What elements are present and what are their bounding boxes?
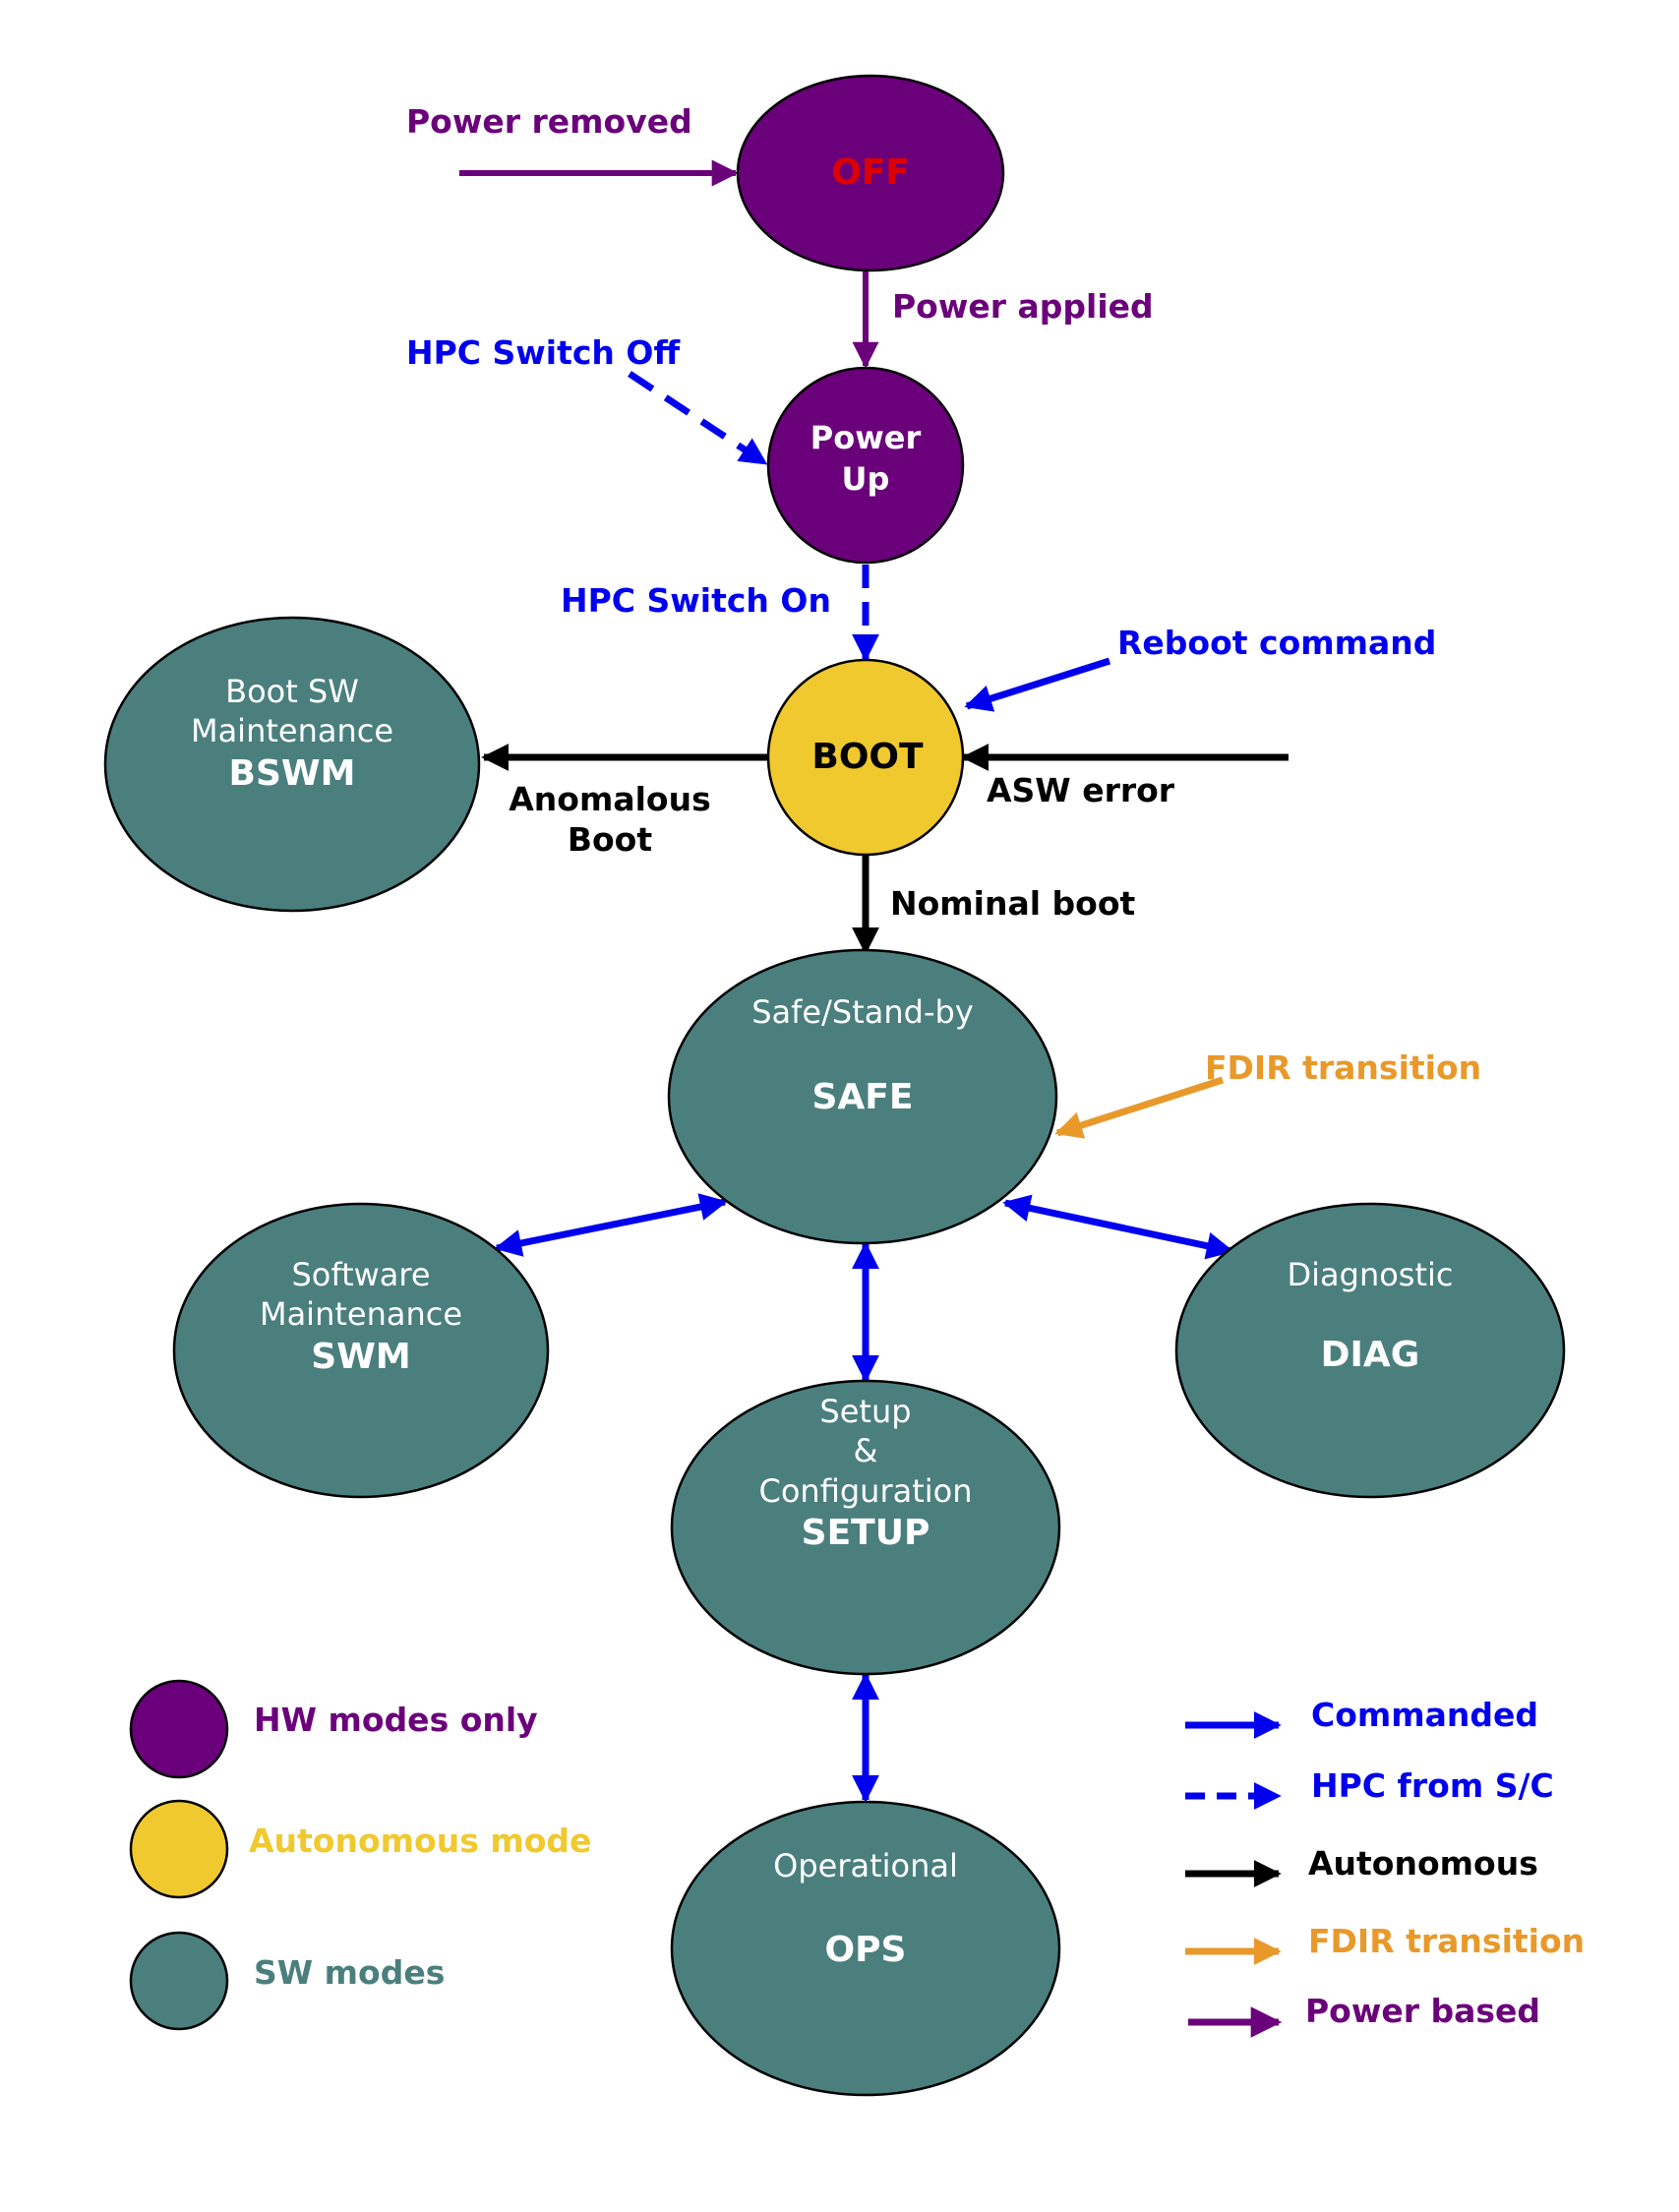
label-hpc-switch-on: HPC Switch On [561,581,831,620]
node-safe-abbr: SAFE [812,1077,914,1117]
legend-autonomous-label: Autonomous mode [249,1822,591,1860]
legend-fdir-label: FDIR transition [1308,1922,1585,1960]
label-hpc-switch-off: HPC Switch Off [406,333,681,372]
label-reboot-command: Reboot command [1117,624,1436,662]
legend-modes: HW modes only Autonomous mode SW modes [129,1679,591,2031]
arrow-hpc-switch-off [628,371,768,466]
legend-hpc-label: HPC from S/C [1311,1766,1554,1805]
arrow-safe-diag [1002,1194,1234,1260]
node-ops: Operational OPS [670,1800,1061,2097]
node-power-up-line2: Up [842,460,890,498]
legend-commanded-label: Commanded [1311,1696,1538,1734]
arrow-fdir-transition [1054,1076,1225,1139]
node-bswm-line1: Boot SW [225,673,359,710]
node-bswm-abbr: BSWM [229,753,356,794]
arrow-safe-swm [494,1193,728,1257]
legend-arrows: Commanded HPC from S/C Autonomous FDIR t… [1185,1696,1585,2038]
node-diag-abbr: DIAG [1321,1335,1420,1375]
node-setup-line1: Setup [819,1393,911,1430]
node-setup-abbr: SETUP [802,1513,930,1553]
node-off-label: OFF [831,152,910,193]
label-fdir-transition: FDIR transition [1205,1048,1481,1087]
legend-power-label: Power based [1305,1992,1540,2030]
node-boot-label: BOOT [811,737,924,777]
legend-hw-label: HW modes only [254,1701,538,1739]
label-power-removed: Power removed [406,102,692,141]
legend-sw-swatch [129,1931,229,2031]
node-power-up-line1: Power [810,419,922,456]
node-setup: Setup & Configuration SETUP [670,1379,1061,1676]
legend-autonomous-arrow-label: Autonomous [1308,1844,1538,1883]
node-bswm-line2: Maintenance [191,712,393,749]
node-safe: Safe/Stand-by SAFE [667,948,1058,1245]
node-setup-line2: & [854,1432,878,1469]
node-bswm: Boot SW Maintenance BSWM [103,616,481,913]
node-power-up: Power Up [766,366,965,565]
node-ops-abbr: OPS [825,1930,907,1970]
node-diag: Diagnostic DIAG [1174,1202,1566,1499]
label-anomalous-boot-line1: Anomalous [509,780,710,818]
node-swm-line2: Maintenance [260,1295,462,1333]
node-swm: Software Maintenance SWM [172,1202,550,1499]
label-asw-error: ASW error [987,771,1175,809]
node-safe-line1: Safe/Stand-by [751,993,974,1031]
node-swm-line1: Software [291,1256,430,1293]
node-boot: BOOT [766,658,965,857]
node-ops-line1: Operational [773,1847,958,1884]
legend-autonomous-swatch [129,1799,229,1899]
legend-hw-swatch [129,1679,229,1779]
legend-sw-label: SW modes [254,1953,445,1992]
node-off: OFF [736,74,1005,272]
arrow-reboot-command [964,657,1111,712]
node-diag-line1: Diagnostic [1287,1256,1453,1293]
node-setup-line3: Configuration [758,1472,972,1510]
label-anomalous-boot-line2: Boot [568,820,652,859]
label-nominal-boot: Nominal boot [890,884,1136,923]
label-power-applied: Power applied [892,287,1154,326]
node-swm-abbr: SWM [311,1337,410,1377]
